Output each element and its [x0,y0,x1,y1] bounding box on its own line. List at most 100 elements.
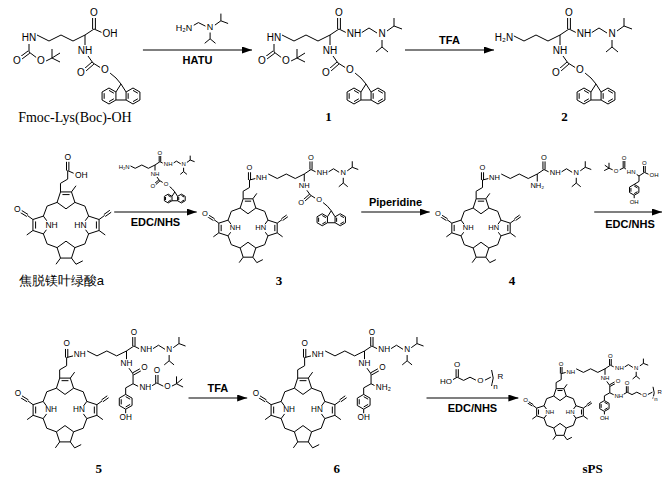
bond-line [365,346,372,351]
atom-label: O [130,329,138,337]
bond-line [484,377,490,380]
bond-line [340,18,341,29]
bond-line [587,402,591,405]
atom-label: O [281,56,291,66]
bond-line [186,160,190,163]
bond-line [355,73,366,84]
bond-line [74,419,87,432]
compound-label: 3 [197,274,362,289]
bond-line [371,369,378,373]
atom-label: O [564,8,574,18]
bond-line [126,397,130,400]
atom-label: O [163,181,170,187]
bond-line [624,161,625,168]
bond-line [133,90,138,93]
bond-line [102,88,116,104]
bond-line [330,29,339,35]
bond-line [617,26,624,31]
bond-line [407,355,408,361]
atom-label: O [378,364,386,372]
atom-label: N [607,29,616,39]
bond-line [457,377,476,380]
bond-line [364,397,368,400]
atom-label: O [321,68,331,78]
compound-structure [20,18,140,104]
bond-line [266,401,271,405]
bond-line [605,369,606,375]
bond-line [387,26,394,31]
bond-line [633,376,640,379]
bond-line [630,188,631,192]
bond-line [581,409,582,414]
atom-label: HN [487,224,500,232]
compound-structure [528,359,655,440]
atom-label: O [476,377,484,385]
compound-label: sPS [518,462,666,477]
bond-line [35,407,36,414]
bond-line [390,345,403,349]
bond-line [240,242,256,257]
bond-line [102,396,108,400]
atom-label: N [377,29,386,39]
bond-line [533,405,537,408]
atom-label: O [252,390,260,398]
reagent-label: HATU [181,54,215,66]
bond-line [472,257,476,262]
bond-line [605,165,609,168]
bond-line [461,208,473,220]
bond-line [476,180,482,199]
bond-line [322,216,326,218]
atom-label: HN [565,409,576,415]
bond-line [221,14,228,24]
bond-line [133,99,138,102]
bond-line [27,230,33,234]
bond-line [277,233,282,237]
bond-line [70,372,74,378]
bond-line [626,386,627,392]
reagent-label: EDC/NHS [129,216,183,228]
bond-line [104,93,105,99]
atom-label: OH [629,199,640,205]
bond-line [121,399,122,404]
atom-label: NH [163,161,174,167]
bond-line [542,161,543,169]
compound-label: 4 [430,274,595,289]
bond-line [22,53,30,59]
bond-line [366,84,371,92]
bond-line [371,88,385,104]
bond-line [489,208,501,220]
bond-line [507,225,508,231]
atom-label: N [573,170,580,178]
bond-line [125,409,126,413]
bond-line [604,411,605,414]
atom-label: N [633,365,639,371]
bond-line [339,183,348,187]
bond-line [157,177,160,181]
bond-line [636,372,637,376]
atom-label: O [300,340,308,348]
atom-label: O [12,56,22,66]
atom-label: HN [72,406,86,414]
bond-line [116,100,126,101]
reaction-arrow [143,49,252,50]
bond-line [221,225,222,231]
bond-line [178,194,186,203]
bond-line [580,167,585,171]
bond-line [364,404,368,407]
bond-line [181,200,184,202]
bond-line [354,99,359,102]
atom-label: R [497,373,505,381]
atom-label: OH [357,414,371,422]
atom-label: O [257,56,267,66]
bond-line [323,203,331,211]
reagent-label: TFA [437,34,462,46]
bond-line [624,18,632,29]
bond-line [576,369,605,373]
bond-line [553,435,556,439]
atom-label: O [368,329,376,337]
bond-line [373,93,374,99]
bond-line [56,258,60,264]
bond-line [56,378,73,394]
bond-line [561,64,569,71]
bond-line [481,172,482,180]
